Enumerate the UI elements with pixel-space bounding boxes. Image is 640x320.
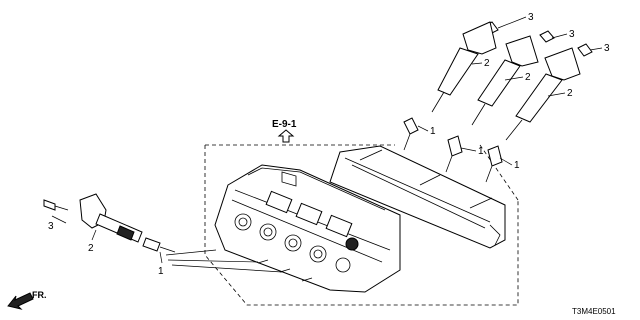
callout-rear3-plug: 1	[514, 160, 520, 171]
callout-rear1-coil: 2	[484, 58, 490, 69]
front-direction-indicator: FR.	[7, 290, 47, 310]
front-cylinder-head-cover	[214, 164, 401, 293]
front-ignition-coil[interactable]	[79, 193, 143, 243]
front-bolt[interactable]	[43, 199, 69, 211]
rear-coil-2[interactable]	[471, 30, 555, 126]
front-direction-label: FR.	[32, 290, 47, 300]
front-spark-plug[interactable]	[142, 237, 176, 253]
rear-plug-1[interactable]	[403, 117, 419, 151]
callout-rear3-coil: 2	[567, 88, 573, 99]
assembly-outline	[204, 144, 519, 306]
callout-rear3-bolt: 3	[604, 43, 610, 54]
rear-cylinder-head-cover	[329, 145, 506, 249]
reference-label[interactable]: E-9-1	[272, 119, 297, 130]
leader-lines	[51, 16, 603, 273]
reference-arrow-icon	[277, 129, 295, 143]
callout-rear2-plug: 1	[478, 146, 484, 157]
callout-front-bolt: 3	[48, 221, 54, 232]
callout-rear1-bolt: 3	[528, 12, 534, 23]
front-arrow-icon	[7, 292, 34, 310]
callout-rear2-coil: 2	[525, 72, 531, 83]
rear-coil-3[interactable]	[505, 43, 593, 141]
rear-coil-1[interactable]	[431, 21, 499, 113]
rear-plug-2[interactable]	[445, 135, 463, 173]
diagram-code: T3M4E0501	[572, 307, 616, 316]
rear-plug-3[interactable]	[485, 145, 503, 183]
callout-front-coil: 2	[88, 243, 94, 254]
callout-rear2-bolt: 3	[569, 29, 575, 40]
callout-rear1-plug: 1	[430, 126, 436, 137]
callout-front-plug: 1	[158, 266, 164, 277]
reference-link[interactable]: E-9-1	[272, 119, 297, 143]
